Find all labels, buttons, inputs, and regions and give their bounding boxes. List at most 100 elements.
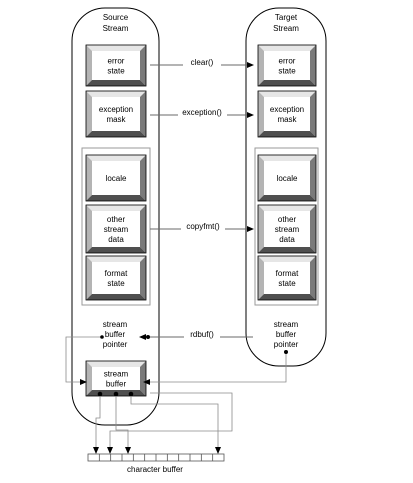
target-locale-box-bevel-right — [310, 155, 316, 201]
source-exception-box-bevel-right — [140, 91, 146, 137]
target-format-box-bevel-top — [258, 256, 316, 262]
target-exception-box-label-line1: exception — [270, 105, 304, 114]
source-other-box-bevel-left — [86, 205, 92, 253]
buffer-link-current — [115, 396, 131, 454]
target-pointer-link — [143, 352, 287, 385]
target-error-box-label-line2: state — [278, 67, 296, 76]
target-format-box-outline — [257, 255, 317, 301]
target-locale-box: locale — [257, 154, 317, 202]
target-locale-box-outline — [257, 154, 317, 202]
source-pointer-dot — [100, 335, 104, 339]
target-other-box-bevel-left — [258, 205, 264, 253]
source-format-box-outline — [85, 255, 147, 301]
target-other-box-face — [264, 211, 310, 247]
target-error-box-label-line1: error — [279, 57, 296, 66]
clear-label-bg — [183, 57, 221, 68]
source-error-box-label-line1: error — [108, 57, 125, 66]
source-format-box-bevel-top — [86, 256, 146, 262]
target-format-box-bevel-right — [310, 256, 316, 300]
source-error-box-label-line2: state — [107, 67, 125, 76]
source-pointer-line2: buffer — [105, 330, 126, 339]
source-locale-box-face — [92, 161, 140, 195]
target-format-box-face — [264, 262, 310, 294]
buffer-link-outer — [107, 392, 233, 454]
target-format-group — [254, 147, 319, 306]
target-exception-box-bevel-left — [258, 91, 264, 137]
target-locale-box-face — [264, 161, 310, 195]
source-other-box-label-line2: stream — [104, 225, 129, 234]
target-format-box-bevel-bottom — [258, 294, 316, 300]
source-pointer-line3: pointer — [103, 340, 128, 349]
source-exception-box-face — [92, 97, 140, 131]
source-format-box-face — [92, 262, 140, 294]
rdbuf-label: rdbuf() — [190, 330, 214, 339]
rdbuf-label-bg — [184, 329, 220, 340]
source-exception-box-outline — [85, 90, 147, 138]
source-format-box-bevel-right — [140, 256, 146, 300]
source-error-box-bevel-right — [140, 45, 146, 86]
target-error-box-bevel-bottom — [258, 80, 316, 86]
source-format-box-label-line2: state — [107, 279, 125, 288]
source-stream-title-line2: Stream — [103, 24, 129, 33]
target-format-box-bevel-left — [258, 256, 264, 300]
clear-label: clear() — [191, 58, 214, 67]
source-locale-box-bevel-bottom — [86, 195, 146, 201]
target-stream-title-line2: Stream — [273, 24, 299, 33]
source-exception-box-bevel-bottom — [86, 131, 146, 137]
source-other-box-face — [92, 211, 140, 247]
source-buffer-box-face — [92, 367, 140, 390]
source-format-box-bevel-left — [86, 256, 92, 300]
target-pointer-line3: pointer — [274, 340, 299, 349]
source-locale-box: locale — [85, 154, 147, 202]
source-other-box-outline — [85, 204, 147, 254]
target-format-box-label-line2: state — [278, 279, 296, 288]
target-other-box-outline — [257, 204, 317, 254]
target-locale-box-bevel-top — [258, 155, 316, 161]
buffer-link-end — [130, 396, 221, 454]
target-locale-box-bevel-bottom — [258, 195, 316, 201]
target-error-box-bevel-right — [310, 45, 316, 86]
source-other-box-label-line3: data — [108, 235, 124, 244]
source-format-box-label-line1: format — [105, 269, 128, 278]
buffer-dot-current — [113, 391, 119, 397]
source-buffer-box-label-line2: buffer — [106, 380, 127, 389]
target-exception-box-bevel-top — [258, 91, 316, 97]
source-exception-box-label-line1: exception — [99, 105, 133, 114]
target-other-box-bevel-bottom — [258, 247, 316, 253]
source-format-box-bevel-bottom — [86, 294, 146, 300]
source-exception-box-bevel-left — [86, 91, 92, 137]
source-pointer-line1: stream — [103, 320, 128, 329]
source-buffer-box-bevel-right — [140, 361, 146, 396]
buffer-dot-begin — [97, 391, 103, 397]
source-format-group — [81, 147, 151, 306]
target-error-box-outline — [257, 44, 317, 87]
character-buffer-label: character buffer — [127, 465, 183, 474]
source-buffer-box-bevel-left — [86, 361, 92, 396]
source-locale-box-bevel-top — [86, 155, 146, 161]
source-error-box-face — [92, 51, 140, 80]
source-buffer-box-bevel-top — [86, 361, 146, 367]
source-other-box-bevel-bottom — [86, 247, 146, 253]
source-locale-box-outline — [85, 154, 147, 202]
target-error-box-bevel-top — [258, 45, 316, 51]
source-error-box-bevel-top — [86, 45, 146, 51]
source-locale-box-bevel-right — [140, 155, 146, 201]
target-other-box-bevel-right — [310, 205, 316, 253]
target-pointer-dot — [284, 350, 288, 354]
target-other-box-bevel-top — [258, 205, 316, 211]
target-locale-box-label-line1: locale — [277, 174, 298, 183]
target-other-box-label-line3: data — [279, 235, 295, 244]
character-buffer-cells — [98, 454, 214, 461]
source-buffer-box-label-line1: stream — [104, 370, 129, 379]
target-locale-box-bevel-left — [258, 155, 264, 201]
